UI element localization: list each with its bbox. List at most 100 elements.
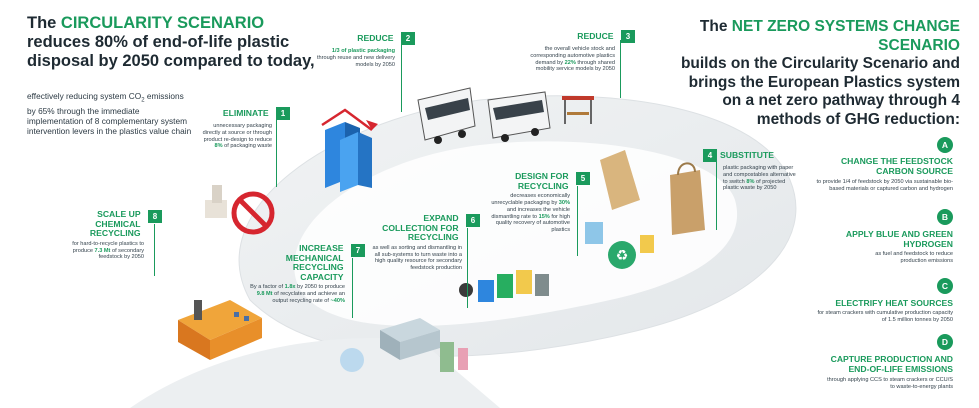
lever-highlight-2: 15% <box>538 213 550 220</box>
mechanical-recycling-illustration <box>340 318 468 372</box>
headline-scenario-name: CIRCULARITY SCENARIO <box>60 14 265 32</box>
lever-text-post: of packaging waste <box>222 143 272 150</box>
lever-number: 8 <box>148 210 162 223</box>
lever-connector <box>154 224 155 276</box>
lever-reduce-vehicles: REDUCE 3 the overall vehicle stock and c… <box>520 26 635 73</box>
lever-connector <box>716 158 717 230</box>
lever-text-pre: as well as sorting and dismantling in al… <box>372 244 462 272</box>
method-a-badge: A <box>937 137 953 153</box>
headline-prefix: The <box>27 14 61 32</box>
lever-title: REDUCE <box>577 31 614 41</box>
lever-number: 4 <box>703 149 717 162</box>
intro-subscript: 2 <box>141 97 145 104</box>
method-a-title: CHANGE THE FEEDSTOCK CARBON SOURCE <box>840 156 953 176</box>
lever-title: SCALE UP CHEMICAL RECYCLING <box>89 209 141 239</box>
lever-description: as well as sorting and dismantling in al… <box>370 245 462 272</box>
headline-body: reduces 80% of end-of-life plastic dispo… <box>27 33 315 70</box>
lever-highlight: 30% <box>558 199 570 206</box>
lever-title: REDUCE <box>357 33 394 43</box>
lever-highlight: 8% <box>214 143 223 150</box>
method-b-title: APPLY BLUE AND GREEN HYDROGEN <box>845 229 953 249</box>
lever-number: 7 <box>351 244 365 257</box>
lever-text-post: through shared mobility service models b… <box>535 59 615 73</box>
method-b-text: as fuel and feedstock to reduce producti… <box>875 251 953 264</box>
intro-part-2: emissions by 65% through the immediate i… <box>27 91 192 136</box>
lever-text-mid: and increases the vehicle dismantling ra… <box>491 206 570 220</box>
method-c-badge: C <box>937 278 953 294</box>
lever-title: EXPAND COLLECTION FOR RECYCLING <box>382 213 459 243</box>
lever-highlight-2: 9.8 Mt <box>256 291 273 298</box>
lever-text-post: of secondary feedstock by 2050 <box>98 247 144 261</box>
lever-highlight: 1.8x <box>284 284 296 291</box>
lever-highlight: 1/3 of plastic packaging <box>331 48 395 54</box>
lever-number: 1 <box>276 107 290 120</box>
method-a-text: to provide 1/4 of feedstock by 2050 via … <box>816 179 953 192</box>
method-d-badge: D <box>937 334 953 350</box>
lever-description: unnecessary packaging directly at source… <box>200 123 272 150</box>
net-zero-headline: The NET ZERO SYSTEMS CHANGE SCENARIO bui… <box>670 18 960 129</box>
lever-text-pre: decreases economically unrecyclable pack… <box>491 193 570 206</box>
method-c-title: ELECTRIFY HEAT SOURCES <box>835 298 953 308</box>
circularity-headline: The CIRCULARITY SCENARIO reduces 80% of … <box>27 14 357 71</box>
lever-text-mid: by 2050 to produce <box>295 284 345 291</box>
lever-connector <box>401 42 402 112</box>
svg-text:♻: ♻ <box>616 248 629 264</box>
method-c-text: for steam crackers with cumulative produ… <box>817 310 953 323</box>
lever-description: for hard-to-recycle plastics to produce … <box>72 241 144 261</box>
lever-text-pre: plastic packaging with paper and compost… <box>723 165 796 185</box>
method-b-badge: B <box>937 209 953 225</box>
lever-connector <box>577 186 578 256</box>
reduce-packaging-illustration <box>321 108 378 192</box>
lever-description: the overall vehicle stock and correspond… <box>520 46 615 73</box>
circularity-intro: effectively reducing system CO2 emission… <box>27 91 192 136</box>
lever-connector <box>620 40 621 98</box>
lever-connector <box>276 117 277 187</box>
substitute-illustration <box>600 150 705 235</box>
lever-description: By a factor of 1.8x by 2050 to produce 9… <box>245 284 345 304</box>
lever-title: INCREASE MECHANICAL RECYCLING CAPACITY <box>285 243 344 282</box>
shared-mobility-illustration <box>417 87 594 144</box>
lever-reduce-packaging: REDUCE 2 1/3 of plastic packaging throug… <box>315 28 415 68</box>
lever-text-pre: unnecessary packaging directly at source… <box>202 123 272 143</box>
lever-number: 6 <box>466 214 480 227</box>
intro-part-1: effectively reducing system CO <box>27 91 142 101</box>
lever-text-pre: By a factor of <box>250 284 285 291</box>
rhead-prefix: The <box>699 18 732 35</box>
lever-text-post: of projected plastic waste by 2050 <box>723 178 786 192</box>
lever-highlight: 8% <box>746 178 755 185</box>
lever-text-pre: for hard-to-recycle plastics to produce <box>72 240 144 254</box>
rhead-body: builds on the Circularity Scenario and b… <box>680 55 960 128</box>
rhead-scenario-name: NET ZERO SYSTEMS CHANGE SCENARIO <box>731 18 960 54</box>
eliminate-illustration <box>205 185 275 235</box>
lever-number: 2 <box>401 32 415 45</box>
lever-eliminate: ELIMINATE 1 unnecessary packaging direct… <box>200 103 290 150</box>
lever-text-pre: the overall vehicle stock and correspond… <box>530 46 615 66</box>
lever-expand-collection: EXPAND COLLECTION FOR RECYCLING 6 as wel… <box>370 213 480 272</box>
lever-connector <box>467 228 468 308</box>
method-d-title: CAPTURE PRODUCTION AND END-OF-LIFE EMISS… <box>830 354 953 374</box>
lever-title: SUBSTITUTE <box>720 150 774 160</box>
lever-highlight: 7.3 Mt <box>94 247 111 254</box>
lever-description: 1/3 of plastic packaging through reuse a… <box>315 48 395 68</box>
lever-title: DESIGN FOR RECYCLING <box>515 171 569 191</box>
lever-title: ELIMINATE <box>222 108 269 118</box>
lever-highlight: 22% <box>564 59 576 66</box>
chemical-recycling-plant-illustration <box>178 300 262 360</box>
collection-illustration <box>459 270 549 302</box>
lever-connector <box>352 258 353 318</box>
lever-chemical-recycling: SCALE UP CHEMICAL RECYCLING 8 for hard-t… <box>72 209 162 261</box>
lever-text-post: through reuse and new delivery models by… <box>316 54 395 68</box>
lever-text-mid-2: of recyclates and achieve an output recy… <box>272 291 345 304</box>
lever-description: plastic packaging with paper and compost… <box>723 165 798 192</box>
lever-design-for-recycling: DESIGN FOR RECYCLING 5 decreases economi… <box>490 171 590 234</box>
lever-text-post: for high quality recovery of automotive … <box>495 213 570 234</box>
lever-highlight-3: ~40% <box>330 297 345 304</box>
method-d-text: through applying CCS to steam crackers o… <box>827 377 953 390</box>
design-for-recycling-illustration: ♻ <box>585 222 654 269</box>
lever-number: 3 <box>621 30 635 43</box>
lever-number: 5 <box>576 172 590 185</box>
lever-description: decreases economically unrecyclable pack… <box>490 193 570 234</box>
lever-mechanical-recycling: INCREASE MECHANICAL RECYCLING CAPACITY 7… <box>245 243 365 305</box>
